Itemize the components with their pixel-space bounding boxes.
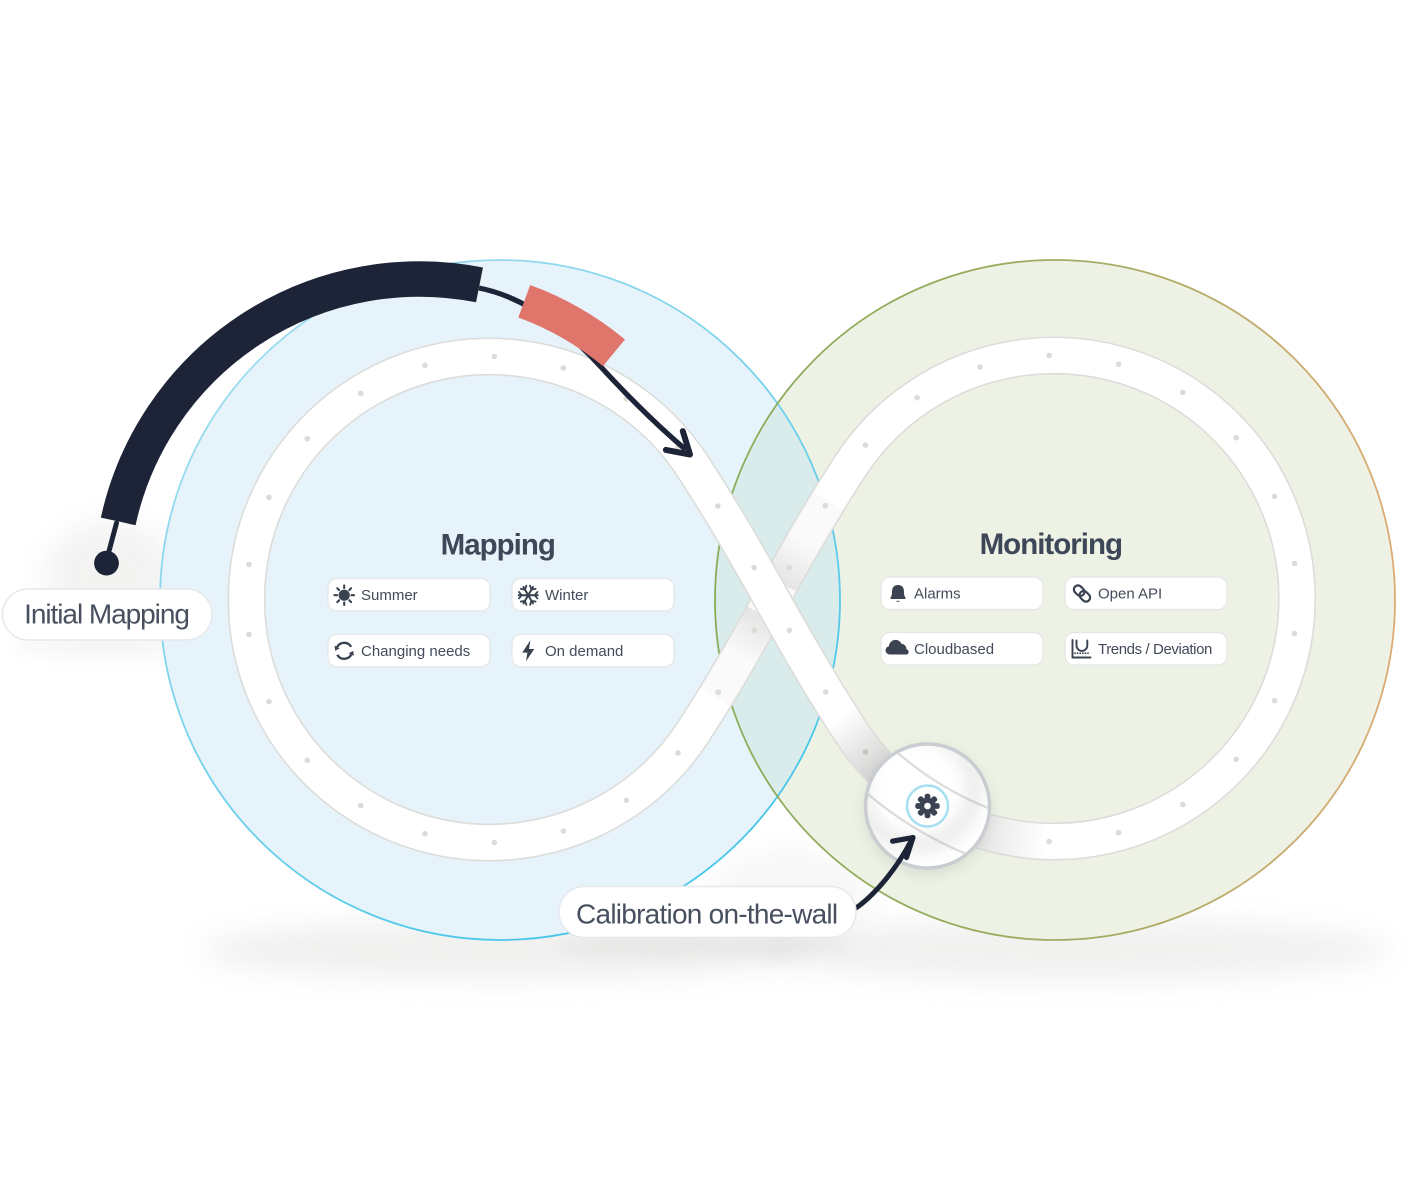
svg-text:Monitoring: Monitoring [980, 528, 1122, 561]
svg-text:Initial Mapping: Initial Mapping [24, 599, 189, 630]
svg-text:Mapping: Mapping [441, 528, 555, 561]
svg-text:On demand: On demand [545, 643, 623, 660]
svg-text:Cloudbased: Cloudbased [914, 641, 994, 658]
svg-text:Changing needs: Changing needs [361, 643, 470, 660]
svg-text:Trends / Deviation: Trends / Deviation [1098, 641, 1212, 658]
svg-text:Winter: Winter [545, 587, 588, 604]
svg-text:Calibration on-the-wall: Calibration on-the-wall [576, 898, 837, 929]
svg-text:Alarms: Alarms [914, 586, 961, 603]
svg-text:Open API: Open API [1098, 586, 1162, 603]
svg-text:Summer: Summer [361, 587, 418, 604]
